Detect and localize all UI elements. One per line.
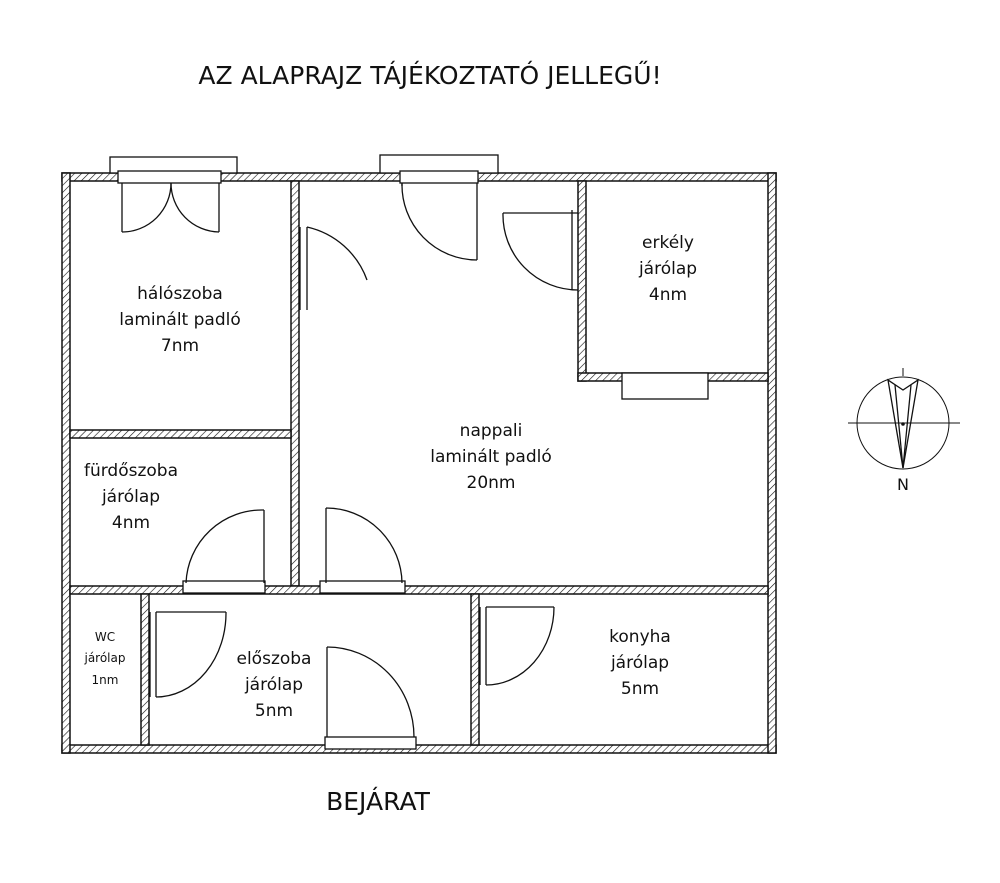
doors: [121, 182, 579, 738]
room-name: fürdőszoba: [84, 461, 178, 481]
room-area: 4nm: [112, 513, 150, 533]
room-wc: WC járólap 1nm: [83, 630, 125, 687]
room-nappali: nappali laminált padló 20nm: [430, 421, 552, 493]
compass-label: N: [897, 475, 909, 494]
compass-icon: N: [848, 368, 960, 494]
room-floor: járólap: [101, 487, 160, 507]
room-name: nappali: [460, 421, 523, 441]
room-floor: járólap: [638, 259, 697, 279]
room-area: 5nm: [255, 701, 293, 721]
windows: [109, 154, 709, 750]
room-name: WC: [95, 630, 115, 644]
room-area: 20nm: [467, 473, 516, 493]
room-floor: laminált padló: [119, 310, 241, 330]
room-area: 1nm: [92, 673, 119, 687]
room-furdo: fürdőszoba járólap 4nm: [84, 461, 178, 533]
plan-title: AZ ALAPRAJZ TÁJÉKOZTATÓ JELLEGŰ!: [198, 60, 661, 90]
room-eloszoba: előszoba járólap 5nm: [237, 649, 312, 721]
room-name: erkély: [642, 233, 694, 253]
room-area: 7nm: [161, 336, 199, 356]
room-name: előszoba: [237, 649, 312, 669]
entrance-label: BEJÁRAT: [326, 787, 431, 816]
interior-walls: [69, 180, 769, 746]
room-name: hálószoba: [137, 284, 223, 304]
room-erkely: erkély járólap 4nm: [638, 233, 697, 305]
room-name: konyha: [609, 627, 671, 647]
room-area: 4nm: [649, 285, 687, 305]
room-floor: járólap: [244, 675, 303, 695]
room-area: 5nm: [621, 679, 659, 699]
room-floor: járólap: [83, 651, 125, 665]
room-floor: laminált padló: [430, 447, 552, 467]
room-floor: járólap: [610, 653, 669, 673]
room-konyha: konyha járólap 5nm: [609, 627, 671, 699]
room-halo: hálószoba laminált padló 7nm: [119, 284, 241, 356]
